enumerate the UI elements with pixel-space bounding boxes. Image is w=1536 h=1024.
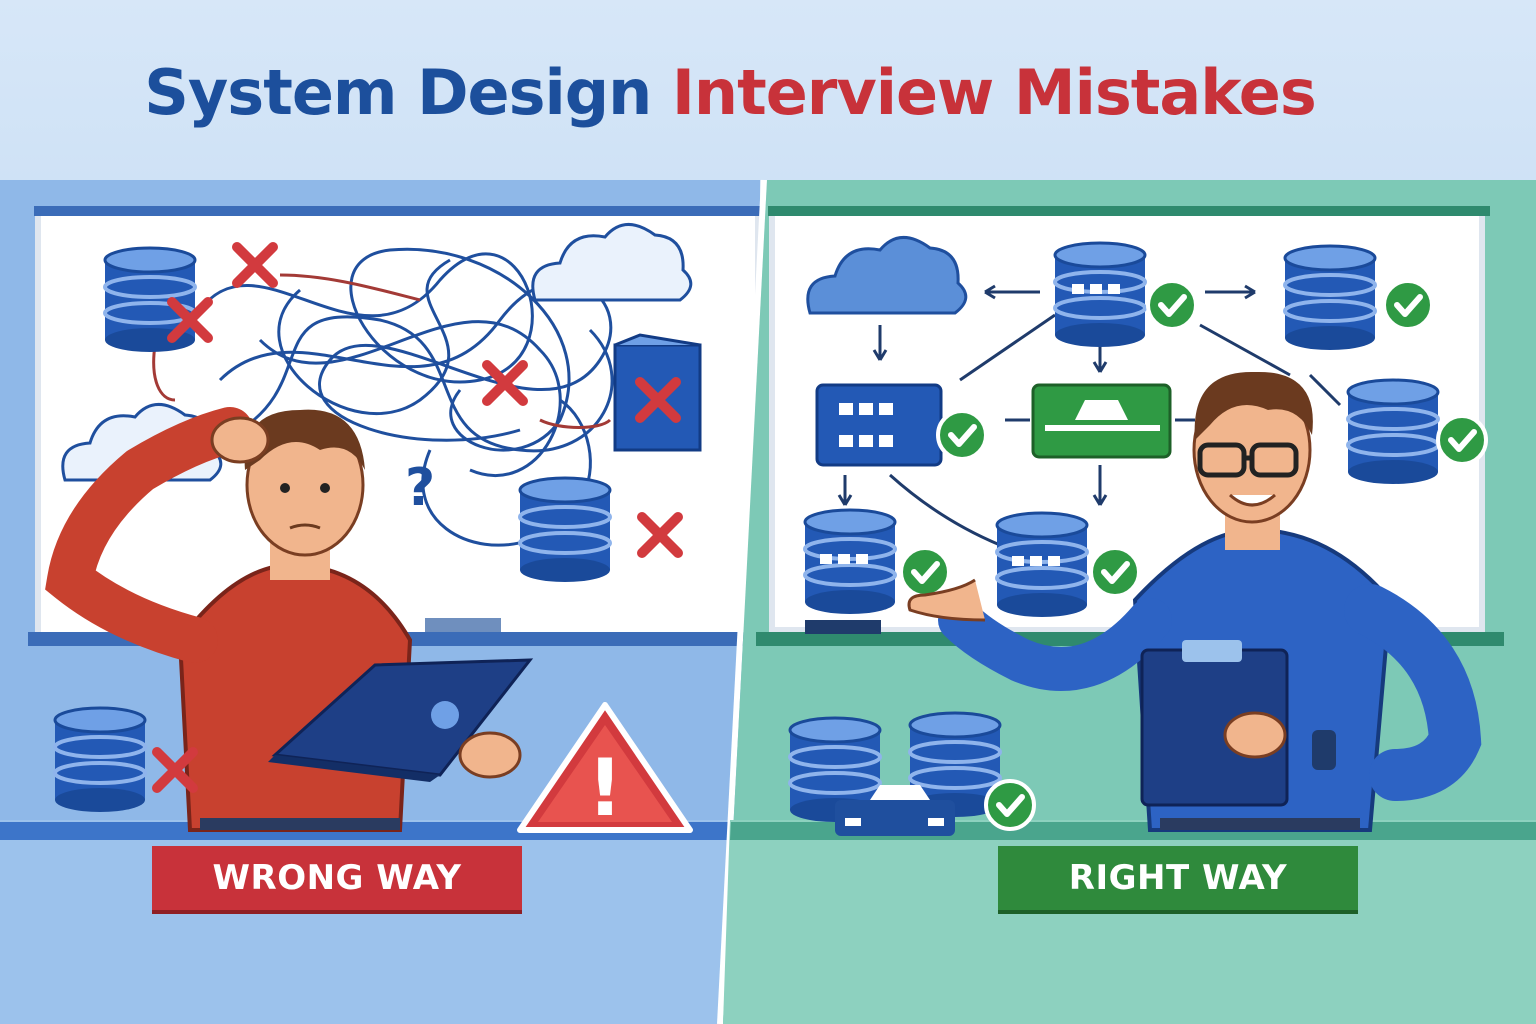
header-band (0, 0, 1536, 180)
check-icon (1438, 416, 1486, 464)
database-icon (1346, 378, 1440, 486)
wrong-way-banner: WRONG WAY (152, 846, 522, 910)
tangled-lines (198, 247, 614, 547)
laptop (268, 658, 534, 782)
database-icon (803, 508, 897, 616)
database-icon (1053, 241, 1147, 349)
warning-mark: ! (587, 744, 623, 834)
database-icon (103, 246, 197, 354)
clipboard-icon (1140, 640, 1336, 807)
database-stack-icon (788, 711, 1002, 836)
page-title: System Design Interview Mistakes (0, 56, 1460, 129)
panel-divider (717, 179, 767, 1024)
warning-icon: ! (517, 702, 693, 834)
database-stack-icon (53, 706, 147, 814)
server-icon (815, 383, 943, 467)
database-icon (995, 511, 1089, 619)
check-icon (986, 781, 1034, 829)
database-stack-icon (518, 476, 612, 584)
question-mark: ? (405, 458, 435, 518)
diagram-connectors (837, 284, 1342, 547)
broken-database-icon (613, 333, 702, 452)
check-icon (1091, 548, 1139, 596)
title-part-2: Interview Mistakes (671, 56, 1317, 129)
title-part-1: System Design (144, 56, 652, 129)
check-icon (1384, 281, 1432, 329)
check-icon (901, 548, 949, 596)
right-way-banner: RIGHT WAY (998, 846, 1358, 910)
right-panel (723, 180, 1536, 1024)
database-icon (1283, 244, 1377, 352)
load-balancer-icon (1031, 383, 1172, 459)
check-icon (938, 411, 986, 459)
check-icon (1148, 281, 1196, 329)
wrong-panel: ? (0, 180, 762, 1024)
